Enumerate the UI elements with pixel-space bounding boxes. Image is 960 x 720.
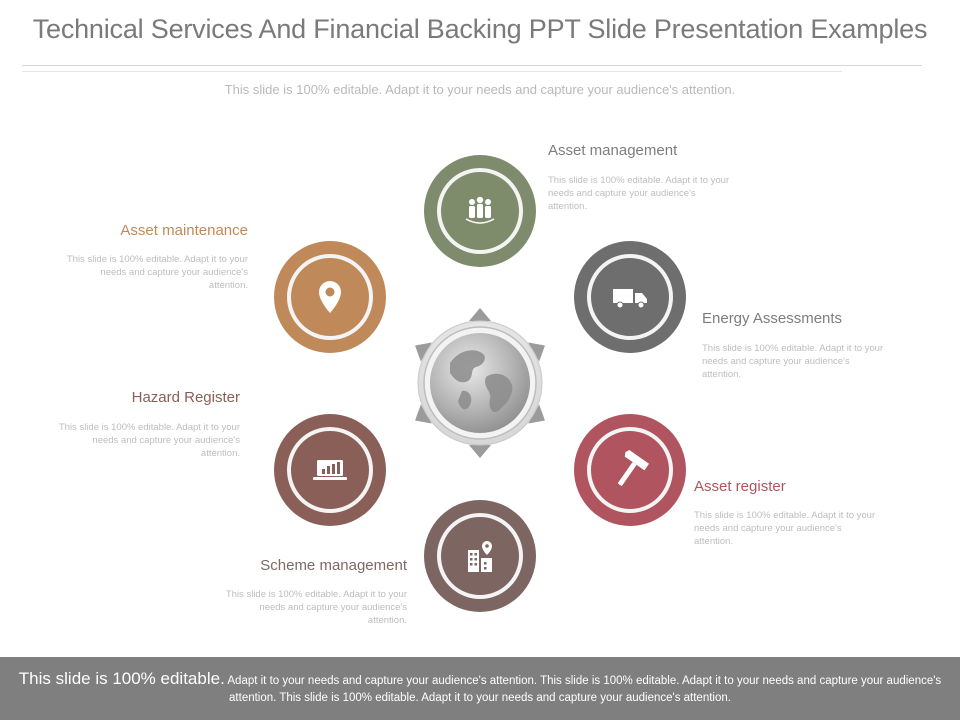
- node-asset-register: [574, 414, 686, 526]
- scheme-management-title: Scheme management: [260, 557, 407, 574]
- laptop-chart-icon: [313, 460, 347, 480]
- asset-maintenance-title: Asset maintenance: [120, 222, 248, 239]
- footer-banner: This slide is 100% editable. Adapt it to…: [0, 657, 960, 720]
- node-scheme-management: [424, 500, 536, 612]
- slide-subtitle: This slide is 100% editable. Adapt it to…: [224, 82, 736, 97]
- building-pin-icon: [468, 541, 492, 572]
- asset-register-title: Asset register: [694, 478, 786, 495]
- asset-register-desc: This slide is 100% editable. Adapt it to…: [694, 510, 876, 547]
- node-hazard-register: [274, 414, 386, 526]
- asset-maintenance-desc: This slide is 100% editable. Adapt it to…: [66, 254, 248, 291]
- hammer-icon: [618, 450, 650, 486]
- node-asset-management: [424, 155, 536, 267]
- center-hub: [417, 320, 543, 446]
- asset-management-desc: This slide is 100% editable. Adapt it to…: [548, 175, 730, 212]
- energy-assessments-title: Energy Assessments: [702, 310, 843, 327]
- hazard-register-desc: This slide is 100% editable. Adapt it to…: [58, 422, 240, 459]
- title-divider-secondary: [22, 71, 842, 72]
- scheme-management-desc: This slide is 100% editable. Adapt it to…: [225, 589, 407, 626]
- location-pin-icon: [319, 281, 341, 313]
- people-group-icon: [465, 196, 495, 224]
- node-energy-assessments: [574, 241, 686, 353]
- globe-icon: [450, 350, 513, 413]
- title-divider: [22, 65, 922, 66]
- footer-text: Adapt it to your needs and capture your …: [224, 675, 942, 704]
- hazard-register-title: Hazard Register: [131, 389, 240, 406]
- node-asset-maintenance: [274, 241, 386, 353]
- slide-title: Technical Services And Financial Backing…: [32, 14, 928, 44]
- asset-management-title: Asset management: [548, 142, 678, 159]
- truck-icon: [613, 289, 647, 309]
- footer-lead: This slide is 100% editable.: [18, 669, 225, 688]
- energy-assessments-desc: This slide is 100% editable. Adapt it to…: [702, 343, 884, 380]
